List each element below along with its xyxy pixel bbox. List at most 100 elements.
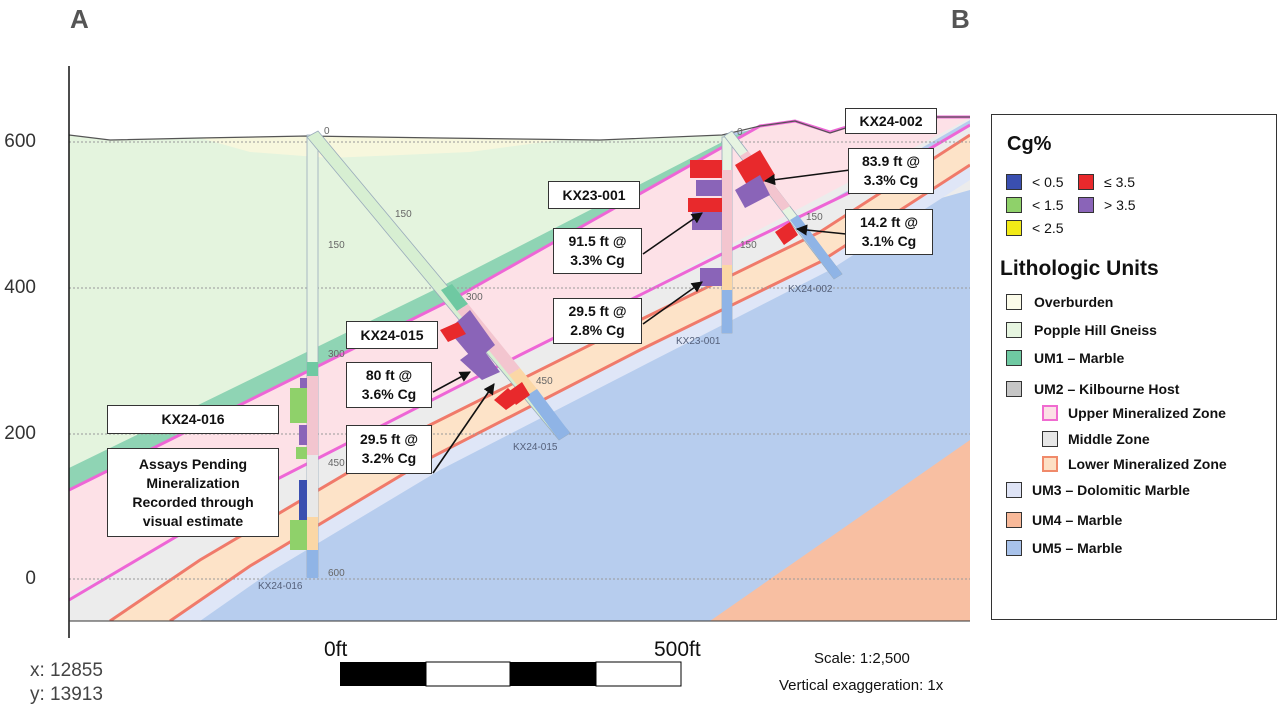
interval-length: 91.5 ft @ bbox=[568, 233, 627, 249]
arrow-14-2ft bbox=[795, 224, 847, 236]
kx24-015-hole-label: KX24-015 bbox=[513, 442, 558, 453]
assay-bar bbox=[690, 160, 722, 178]
kx23-001-collar-label: 0 bbox=[737, 127, 743, 138]
lith-label: UM5 – Marble bbox=[1032, 540, 1123, 556]
kx24-015-lower-segment bbox=[509, 368, 537, 396]
kx23-001-lower-segment bbox=[722, 265, 732, 290]
lith-swatch-middle-zone bbox=[1042, 431, 1058, 447]
pending-line: Mineralization bbox=[146, 475, 240, 491]
kx24-002-hole-label: KX24-002 bbox=[788, 284, 833, 295]
assay-bar bbox=[299, 425, 307, 445]
coordinate-x-readout: x: 12855 bbox=[30, 660, 103, 681]
cg-swatch-lt-2-5 bbox=[1006, 220, 1022, 236]
scale-bar-segment bbox=[340, 662, 426, 686]
interval-grade: 3.2% Cg bbox=[361, 450, 417, 466]
assay-bar bbox=[688, 198, 722, 212]
kx24-015-depth-450: 450 bbox=[536, 376, 553, 387]
scale-bar-segment bbox=[510, 662, 596, 686]
pending-line: Assays Pending bbox=[138, 456, 248, 472]
assay-bar bbox=[440, 322, 466, 342]
legend: Cg% < 0.5 ≤ 3.5 < 1.5 > 3.5 < 2.5 Lithol… bbox=[991, 114, 1277, 620]
lith-swatch-popple-hill bbox=[1006, 322, 1022, 338]
callout-kx24-002: KX24-002 bbox=[845, 108, 937, 134]
kx24-016-collar-label: 0 bbox=[324, 126, 330, 137]
y-tick-0: 0 bbox=[25, 568, 36, 589]
callout-91-5ft-interval: 91.5 ft @ 3.3% Cg bbox=[553, 228, 642, 274]
callout-kx23-001: KX23-001 bbox=[548, 181, 640, 209]
arrow-29-5ft-kx23 bbox=[642, 281, 703, 325]
pending-line: Recorded through bbox=[132, 494, 254, 510]
lith-label: Upper Mineralized Zone bbox=[1068, 405, 1226, 421]
scale-bar-segment bbox=[595, 661, 682, 687]
y-tick-200: 200 bbox=[4, 423, 36, 444]
lith-label: UM4 – Marble bbox=[1032, 512, 1123, 528]
lithologic-legend-title: Lithologic Units bbox=[1000, 257, 1159, 280]
lower-mineralized-zone bbox=[110, 135, 970, 621]
lith-label: UM3 – Dolomitic Marble bbox=[1032, 482, 1190, 498]
lith-swatch-um3 bbox=[1006, 482, 1022, 498]
kx24-016-depth-600: 600 bbox=[328, 568, 345, 579]
scale-bar-segment bbox=[425, 661, 511, 687]
kx24-002-depth-150: 150 bbox=[806, 212, 823, 223]
cg-swatch-lt-1-5 bbox=[1006, 197, 1022, 213]
cg-swatch-lt-0-5 bbox=[1006, 174, 1022, 190]
cg-label: > 3.5 bbox=[1104, 197, 1136, 213]
popple-hill-gneiss-unit bbox=[69, 135, 736, 470]
y-tick-600: 600 bbox=[4, 131, 36, 152]
interval-grade: 2.8% Cg bbox=[570, 322, 625, 338]
lith-label: Lower Mineralized Zone bbox=[1068, 456, 1227, 472]
interval-length: 83.9 ft @ bbox=[861, 153, 920, 169]
arrow-83-9ft bbox=[763, 169, 851, 186]
kx24-015-um1-segment bbox=[441, 284, 468, 311]
cg-label: < 0.5 bbox=[1032, 174, 1064, 190]
assay-bar bbox=[290, 520, 307, 550]
um4-marble-unit bbox=[710, 440, 970, 621]
kx24-015-depth-300: 300 bbox=[466, 292, 483, 303]
kx24-016-lower-segment bbox=[307, 517, 318, 552]
callout-assays-pending: Assays Pending Mineralization Recorded t… bbox=[107, 448, 279, 537]
kx24-016-depth-450: 450 bbox=[328, 458, 345, 469]
lith-label: UM2 – Kilbourne Host bbox=[1034, 381, 1180, 397]
kx24-015-depth-150: 150 bbox=[395, 209, 412, 220]
assay-bar bbox=[508, 382, 530, 405]
lith-label: Middle Zone bbox=[1068, 431, 1150, 447]
kx24-016-depth-300: 300 bbox=[328, 349, 345, 360]
interval-length: 29.5 ft @ bbox=[359, 431, 418, 447]
assay-bar bbox=[775, 222, 798, 245]
y-tick-400: 400 bbox=[4, 277, 36, 298]
kx24-016-upper-zone-segment bbox=[307, 370, 318, 520]
interval-length: 29.5 ft @ bbox=[568, 303, 627, 319]
lith-swatch-lower-zone bbox=[1042, 456, 1058, 472]
arrow-80ft bbox=[432, 371, 471, 393]
kx24-016-um5-segment bbox=[307, 550, 318, 578]
assay-bar bbox=[448, 310, 495, 362]
callout-80ft-interval: 80 ft @ 3.6% Cg bbox=[346, 362, 432, 408]
lith-swatch-overburden bbox=[1006, 294, 1022, 310]
assay-bar bbox=[299, 480, 307, 520]
section-end-b-label: B bbox=[951, 4, 970, 34]
assay-bar bbox=[735, 175, 770, 208]
vertical-exaggeration-text: Vertical exaggeration: 1x bbox=[779, 677, 944, 694]
coordinate-y-readout: y: 13913 bbox=[30, 684, 103, 705]
lith-label: Popple Hill Gneiss bbox=[1034, 322, 1157, 338]
assay-bar bbox=[692, 212, 722, 230]
arrow-91-5ft bbox=[642, 212, 703, 255]
assay-bar bbox=[700, 268, 722, 286]
assay-bar bbox=[300, 378, 307, 388]
kx24-016-middle-segment bbox=[307, 455, 318, 520]
assay-bar bbox=[696, 180, 722, 196]
lith-swatch-um5 bbox=[1006, 540, 1022, 556]
lith-swatch-um4 bbox=[1006, 512, 1022, 528]
assay-bar bbox=[290, 388, 307, 423]
cg-legend-title: Cg% bbox=[1007, 133, 1052, 155]
kx23-001-depth-150: 150 bbox=[740, 240, 757, 251]
scale-bar-end-label: 500ft bbox=[654, 638, 701, 661]
interval-length: 80 ft @ bbox=[365, 367, 413, 383]
topography-line bbox=[69, 116, 970, 141]
kx24-016-hole-label: KX24-016 bbox=[258, 581, 303, 592]
lith-swatch-um1 bbox=[1006, 350, 1022, 366]
kx23-001-hole-label: KX23-001 bbox=[676, 336, 721, 347]
section-end-a-label: A bbox=[70, 4, 89, 34]
lith-swatch-upper-zone bbox=[1042, 405, 1058, 421]
